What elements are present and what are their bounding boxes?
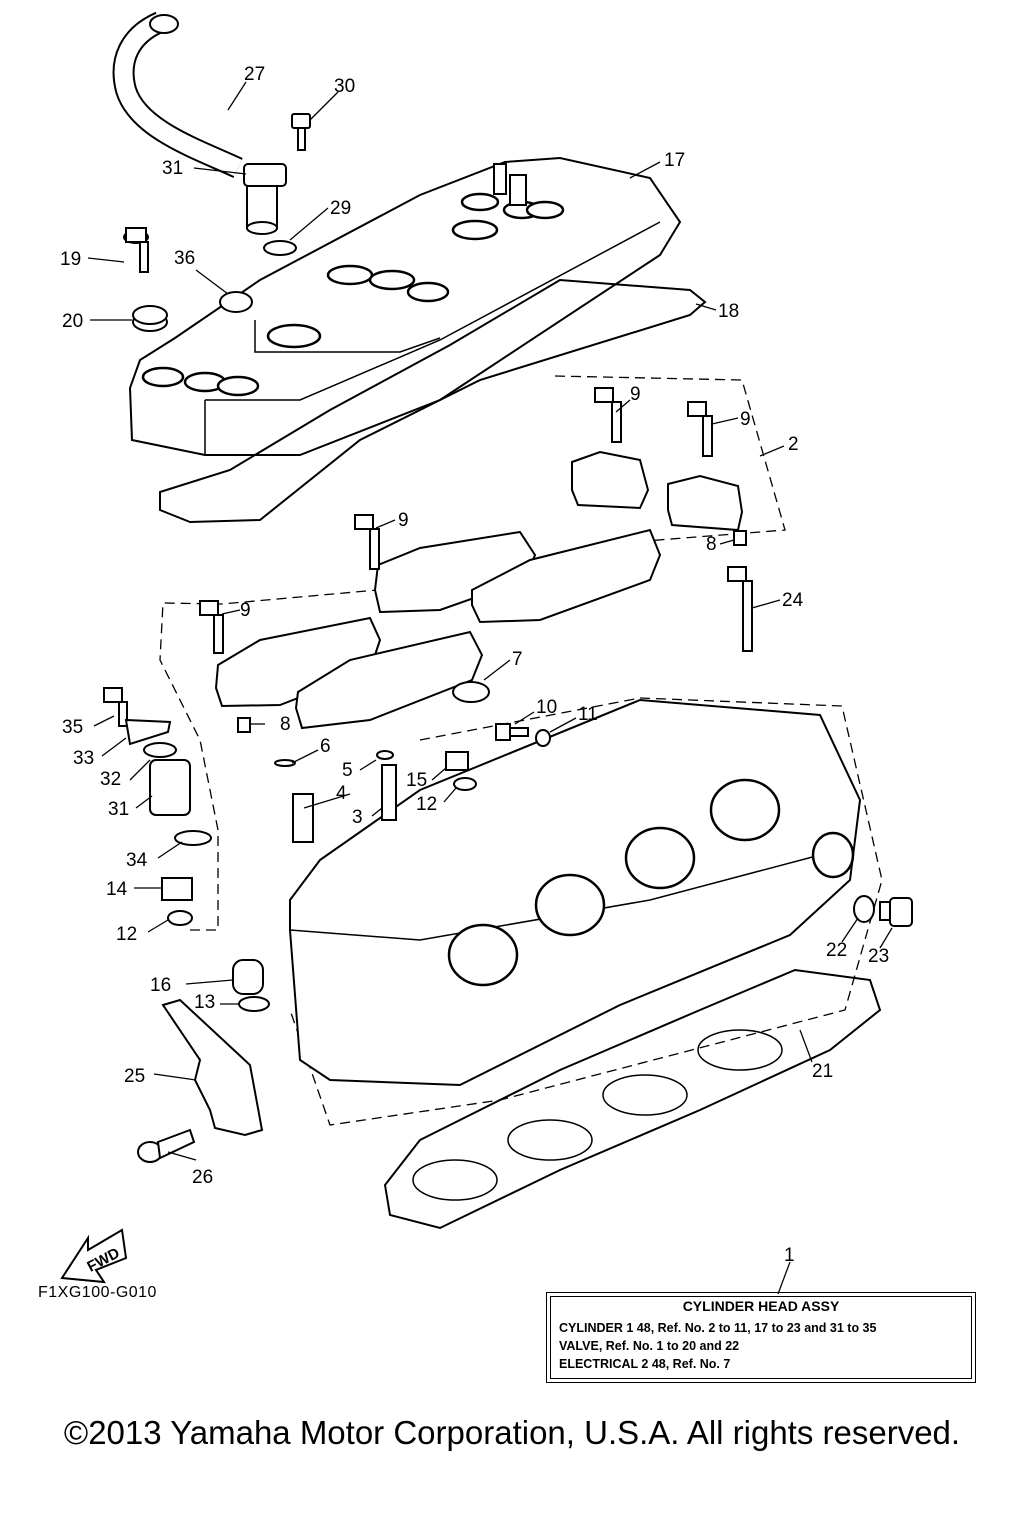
callout-28: 29 (330, 198, 351, 219)
callout-26: 26 (192, 1167, 213, 1188)
callout-18: 18 (718, 301, 739, 322)
hose-joint (243, 163, 287, 235)
nut-15 (445, 751, 469, 771)
gasket-bore (697, 1029, 783, 1071)
plug-23 (879, 897, 913, 927)
assembly-title: CYLINDER HEAD ASSY (682, 1298, 840, 1314)
cylinder-head-cover (128, 156, 682, 456)
callout-6: 6 (320, 736, 331, 757)
callout-20: 20 (62, 311, 83, 332)
bolt-9 (199, 387, 713, 654)
callout-8a: 8 (706, 534, 717, 555)
head-gasket (383, 968, 882, 1230)
assembly-info-box: CYLINDER HEAD ASSY CYLINDER 1 48, Ref. N… (546, 1292, 976, 1383)
callout-8b: 8 (280, 714, 291, 735)
assembly-line-cylinder: CYLINDER 1 48, Ref. No. 2 to 11, 17 to 2… (559, 1321, 877, 1335)
washer-11 (535, 729, 551, 747)
callout-29: 30 (334, 76, 355, 97)
callout-9a: 9 (630, 384, 641, 405)
callout-15: 15 (406, 770, 427, 791)
bracket-25 (161, 998, 264, 1137)
callout-2: 2 (788, 434, 799, 455)
callout-35: 35 (62, 717, 83, 738)
cover-gasket (159, 278, 707, 524)
callout-9b: 9 (740, 409, 751, 430)
callout-4: 4 (336, 783, 347, 804)
fwd-arrow-icon: FWD (60, 1228, 128, 1284)
callout-12b: 12 (116, 924, 137, 945)
callout-5: 5 (342, 760, 353, 781)
washer-22 (853, 895, 875, 923)
callout-7: 7 (512, 649, 523, 670)
bolt-19 (123, 227, 149, 273)
callout-22: 22 (826, 940, 847, 961)
callout-32: 32 (100, 769, 121, 790)
assembly-info-inner-border (550, 1296, 972, 1379)
callout-23: 23 (868, 946, 889, 967)
stud-bolt-24 (727, 566, 753, 652)
callout-3: 3 (352, 807, 363, 828)
assembly-line-electrical: ELECTRICAL 2 48, Ref. No. 7 (559, 1357, 731, 1371)
copyright-notice: ©2013 Yamaha Motor Corporation, U.S.A. A… (63, 1414, 961, 1451)
dowel-8b (237, 717, 251, 733)
washer-13 (238, 996, 270, 1012)
clip-6 (274, 759, 296, 767)
callout-9d: 9 (240, 600, 251, 621)
callout-10: 10 (536, 697, 557, 718)
callout-36: 36 (174, 248, 195, 269)
o-ring-5 (376, 750, 394, 760)
callout-11: 11 (578, 704, 598, 725)
gasket-bore (412, 1159, 498, 1201)
camshaft-caps (214, 450, 744, 730)
diagram-code: F1XG100-G010 (38, 1284, 157, 1301)
callout-33: 33 (73, 748, 94, 769)
left-parts-stack (103, 687, 212, 926)
bolt-10 (495, 723, 529, 741)
breather-hose (112, 11, 243, 178)
plug-36 (219, 291, 253, 313)
callout-19: 19 (60, 249, 81, 270)
grommet-20 (132, 305, 168, 332)
cylinder-head (289, 698, 862, 1087)
valve-guide-4 (292, 793, 314, 843)
callout-labels: 27 30 31 29 17 19 36 20 18 9 9 2 9 8 24 … (60, 64, 889, 1266)
callout-34: 34 (126, 850, 148, 871)
callout-27: 27 (244, 64, 265, 85)
callout-13: 13 (194, 992, 215, 1013)
head-group-outline (289, 697, 883, 1126)
callout-25: 25 (124, 1066, 145, 1087)
valve-guide-3 (381, 764, 397, 821)
callout-30: 31 (162, 158, 183, 179)
o-ring-28 (263, 240, 297, 256)
cap-nut-16 (232, 959, 264, 995)
dowel-8 (733, 530, 747, 546)
callout-14: 14 (106, 879, 128, 900)
plug-7 (452, 681, 490, 703)
bolt-26 (137, 1128, 196, 1163)
callout-12a: 12 (416, 794, 437, 815)
washer-12 (453, 777, 477, 791)
callout-21: 21 (812, 1061, 833, 1082)
callout-24: 24 (782, 590, 804, 611)
leader-lines (87, 81, 893, 1295)
gasket-bore (507, 1119, 593, 1161)
gasket-bore (602, 1074, 688, 1116)
bolt-29 (291, 113, 311, 151)
assembly-line-valve: VALVE, Ref. No. 1 to 20 and 22 (559, 1339, 740, 1353)
callout-17: 17 (664, 150, 685, 171)
callout-9c: 9 (398, 510, 409, 531)
callout-16: 16 (150, 975, 171, 996)
callout-31: 31 (108, 799, 129, 820)
callout-1: 1 (784, 1245, 795, 1266)
